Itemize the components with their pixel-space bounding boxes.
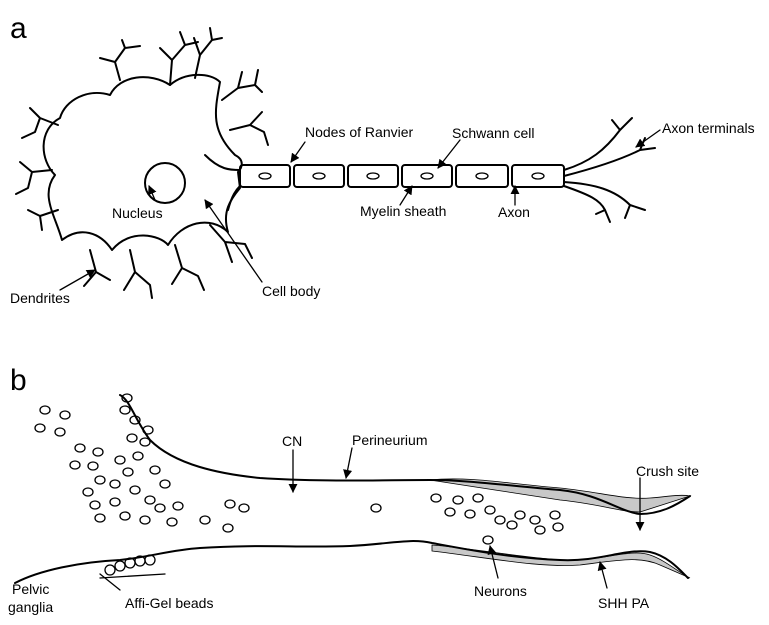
label-axon-terminals: Axon terminals: [662, 120, 755, 136]
label-shh-pa: SHH PA: [598, 595, 650, 611]
label-affi-gel-beads: Affi-Gel beads: [125, 595, 213, 611]
label-nodes-of-ranvier: Nodes of Ranvier: [305, 124, 414, 140]
dendrites: [16, 28, 268, 298]
label-schwann-cell: Schwann cell: [452, 125, 535, 141]
label-nucleus: Nucleus: [112, 205, 163, 221]
affi-gel-beads: [105, 555, 155, 575]
annotation-arrows-b: [100, 448, 640, 590]
label-ganglia: ganglia: [8, 599, 53, 615]
label-pelvic: Pelvic: [12, 581, 49, 597]
label-cn: CN: [282, 433, 302, 449]
panel-b: b: [8, 364, 699, 615]
axon-hillock-top: [205, 155, 240, 170]
myelin-sheath-segments: [240, 165, 564, 187]
label-axon: Axon: [498, 204, 530, 220]
shh-pa-top-region: [430, 479, 690, 512]
axon-terminals-tree: [564, 118, 655, 222]
label-crush-site: Crush site: [636, 463, 699, 479]
panel-b-letter: b: [10, 364, 27, 397]
neuron-cells: [35, 394, 563, 544]
label-neurons: Neurons: [474, 583, 527, 599]
nucleus: [145, 163, 185, 203]
label-cell-body: Cell body: [262, 283, 320, 299]
panel-a-letter: a: [10, 12, 27, 45]
label-perineurium: Perineurium: [352, 432, 427, 448]
panel-a: a: [10, 12, 755, 306]
label-dendrites: Dendrites: [10, 290, 70, 306]
label-myelin-sheath: Myelin sheath: [360, 203, 446, 219]
